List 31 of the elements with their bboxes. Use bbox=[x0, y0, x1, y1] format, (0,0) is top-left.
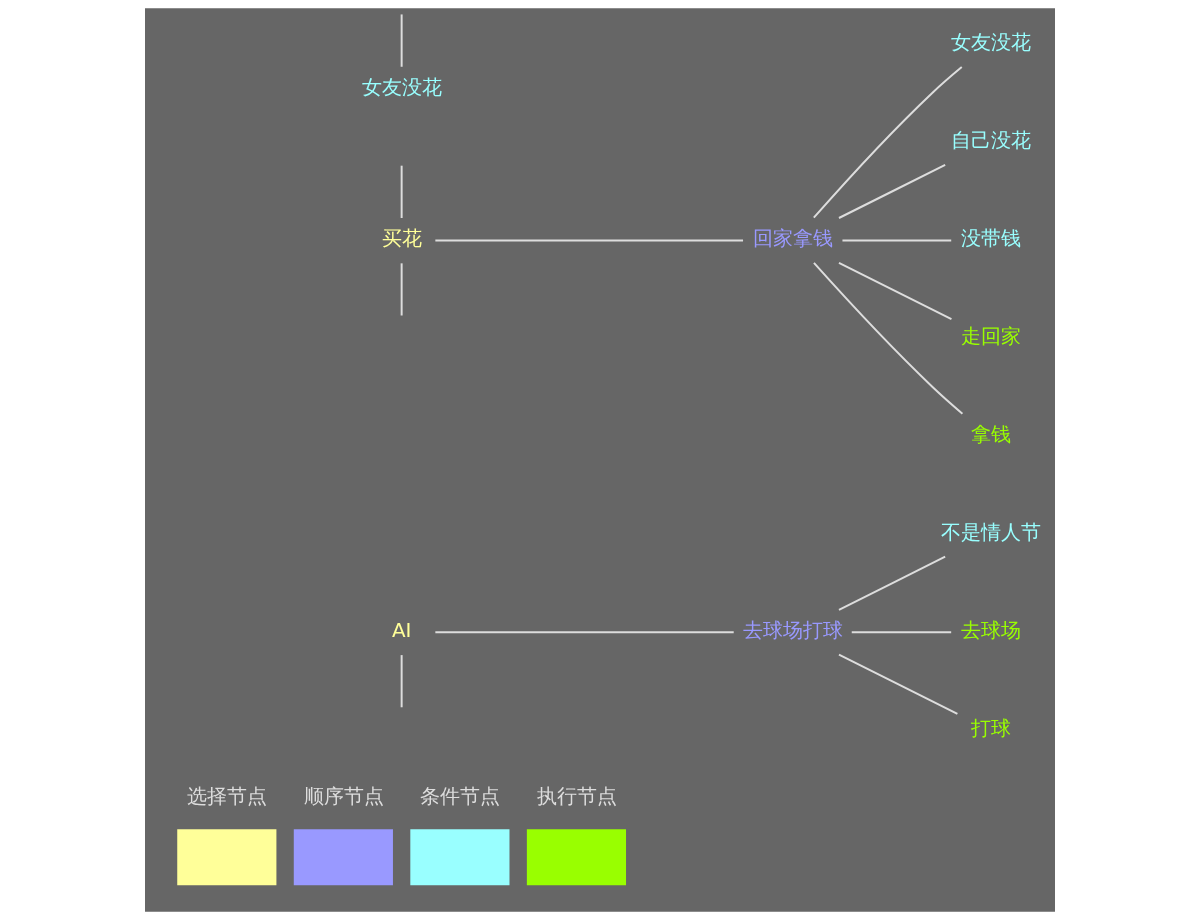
connector bbox=[400, 654, 403, 709]
connector bbox=[812, 66, 963, 219]
legend-label: 顺序节点 bbox=[303, 785, 384, 809]
legend-label: 选择节点 bbox=[187, 785, 268, 809]
node-text: 自己没花 bbox=[951, 129, 1032, 153]
connector bbox=[838, 163, 947, 219]
node-text: 没带钱 bbox=[961, 227, 1022, 251]
node-text: 去球场 bbox=[961, 618, 1022, 642]
node-text: 拿钱 bbox=[971, 423, 1012, 447]
legend-label: 条件节点 bbox=[420, 785, 501, 809]
connector bbox=[841, 239, 953, 242]
connector bbox=[400, 164, 403, 219]
connector bbox=[838, 261, 953, 321]
node-text: 去球场打球 bbox=[742, 618, 843, 642]
node-text: 女友没花 bbox=[361, 75, 442, 99]
legend-label: 执行节点 bbox=[536, 785, 617, 809]
node-text: 买花 bbox=[381, 227, 422, 251]
connector bbox=[812, 261, 964, 415]
node-text: AI bbox=[391, 618, 412, 642]
connector bbox=[850, 631, 953, 634]
node-text: 打球 bbox=[971, 716, 1012, 740]
connector bbox=[400, 262, 403, 317]
connector bbox=[434, 239, 745, 242]
node-text: 走回家 bbox=[961, 325, 1022, 349]
connector bbox=[434, 631, 735, 634]
node-text: 不是情人节 bbox=[941, 521, 1042, 545]
connector bbox=[400, 13, 403, 68]
node-text: 回家拿钱 bbox=[752, 227, 833, 251]
connector bbox=[838, 653, 959, 715]
node-text: 女友没花 bbox=[951, 31, 1032, 55]
connector bbox=[838, 555, 947, 611]
